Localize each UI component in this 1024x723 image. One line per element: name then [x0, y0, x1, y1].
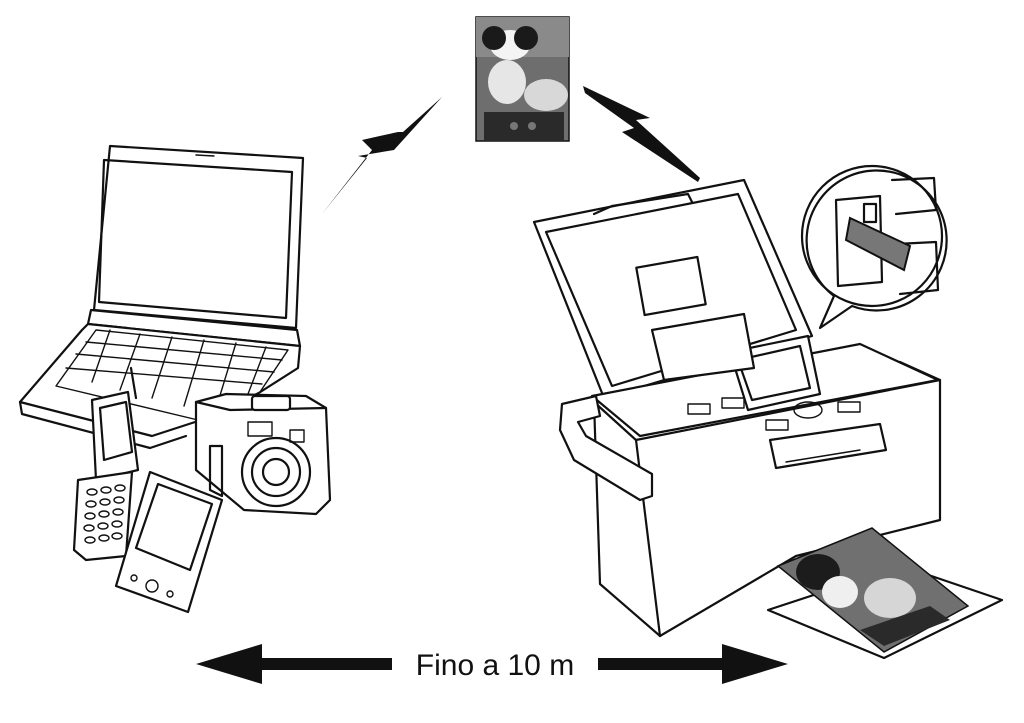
digital-camera-icon	[194, 392, 332, 516]
range-label: Fino a 10 m	[416, 649, 574, 682]
dog-photo-icon	[475, 16, 570, 142]
wireless-signal-right-icon	[583, 86, 700, 182]
bluetooth-adapter-icon	[800, 164, 948, 330]
arrow-left-icon	[196, 644, 392, 684]
laptop-icon	[18, 144, 305, 450]
wireless-signal-left-icon	[322, 97, 442, 214]
arrow-right-icon	[598, 644, 788, 684]
flip-phone-icon	[72, 366, 140, 562]
pda-icon	[114, 470, 224, 614]
photo-printer-icon	[532, 178, 1004, 660]
